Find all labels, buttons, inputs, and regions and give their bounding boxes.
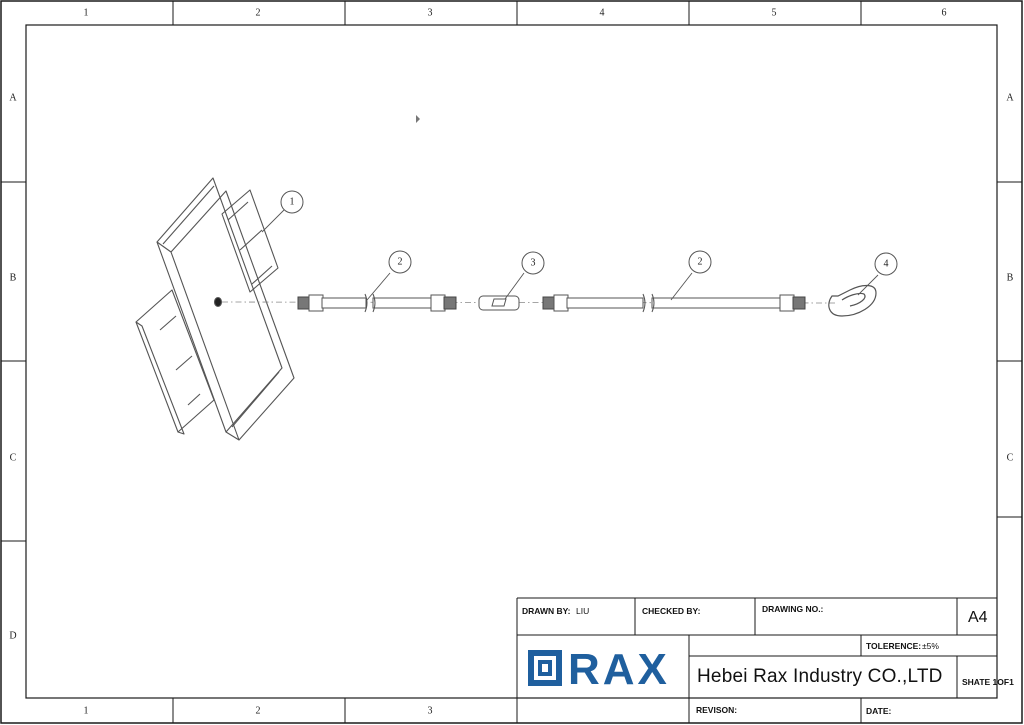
bottom-zone-dividers (172, 698, 518, 723)
arrow-marker (416, 115, 420, 123)
zone-col-3-bottom: 3 (427, 705, 433, 717)
tolerance-value: ±5% (922, 641, 939, 651)
brand-wordmark: RAX (568, 645, 670, 694)
part-2-rod-right (542, 293, 806, 313)
inner-border (25, 24, 998, 699)
drawn-by-value: LIU (576, 606, 590, 616)
zone-row-c-right: C (1006, 452, 1014, 464)
zone-col-1: 1 (83, 7, 89, 19)
zone-col-1-bottom: 1 (83, 705, 89, 717)
balloon-3: 3 (530, 257, 536, 269)
zone-col-5: 5 (771, 7, 777, 19)
date-label: DATE: (866, 706, 892, 716)
zone-row-b-right: B (1006, 272, 1014, 284)
balloon-1: 1 (289, 196, 295, 208)
zone-col-2-bottom: 2 (255, 705, 261, 717)
zone-row-a-right: A (1006, 92, 1014, 104)
sheet-count: SHATE 1OF1 (962, 677, 1014, 687)
side-zone-dividers (1, 181, 1022, 542)
checked-by-label: CHECKED BY: (642, 606, 701, 616)
rax-logo-mark (528, 650, 562, 686)
zone-row-b-left: B (9, 272, 17, 284)
zone-col-4: 4 (599, 7, 605, 19)
drawn-by-label: DRAWN BY: (522, 606, 571, 616)
top-zone-dividers (172, 1, 862, 25)
balloon-2-right: 2 (697, 256, 703, 268)
zone-col-6: 6 (941, 7, 947, 19)
part-2-rod-left (297, 293, 457, 313)
tolerance-label: TOLERENCE: (866, 641, 922, 651)
part-4-eye-loop (828, 284, 877, 317)
title-block-lines (516, 597, 997, 723)
balloon-4: 4 (883, 258, 889, 270)
sheet-size: A4 (968, 609, 988, 626)
drawing-no-label: DRAWING NO.: (762, 604, 824, 614)
zone-col-2: 2 (255, 7, 261, 19)
part-3-coupler (478, 295, 520, 311)
zone-row-d-left: D (9, 630, 17, 642)
axis-line (221, 301, 836, 304)
zone-col-3: 3 (427, 7, 433, 19)
balloon-2-left: 2 (397, 256, 403, 268)
part-1-bracket (135, 177, 295, 441)
balloon-circles (280, 190, 898, 276)
revision-label: REVISON: (696, 705, 738, 715)
zone-row-a-left: A (9, 92, 17, 104)
balloon-leaders (261, 209, 879, 301)
zone-row-c-left: C (9, 452, 17, 464)
company-name: Hebei Rax Industry CO.,LTD (697, 666, 943, 687)
